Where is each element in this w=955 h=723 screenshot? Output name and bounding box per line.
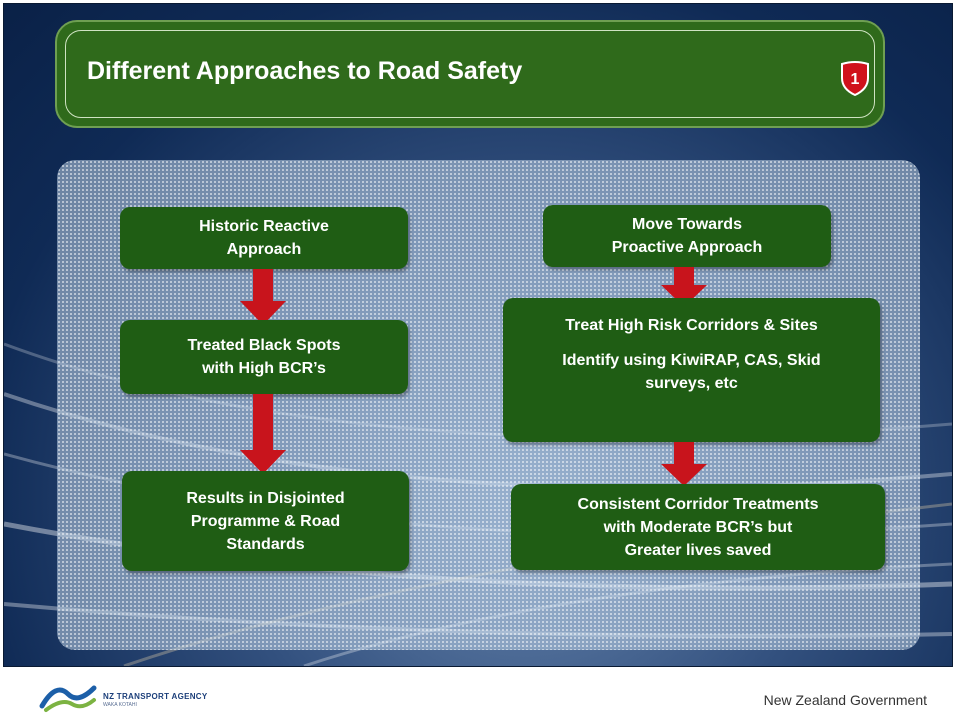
box-line: Move Towards (632, 216, 742, 233)
box-line: Identify using KiwiRAP, CAS, Skid (562, 352, 821, 369)
box-line: Programme & Road (190, 512, 341, 530)
box-line: Greater lives saved (624, 541, 772, 559)
agency-name: NZ TRANSPORT AGENCY (103, 692, 208, 701)
left-box-historic-reactive: Historic Reactive Approach (120, 207, 408, 269)
left-box-treated-black-spots: Treated Black Spots with High BCR’s (120, 320, 408, 394)
shield-number: 1 (851, 71, 860, 88)
left-box-disjointed-programme: Results in Disjointed Programme & Road S… (122, 471, 409, 571)
state-highway-shield-icon: 1 (841, 61, 869, 96)
down-arrow (661, 442, 707, 486)
box-line: Results in Disjointed (186, 489, 345, 507)
box-line: Historic Reactive (199, 218, 329, 235)
government-logo-text: New Zealand Government (763, 692, 927, 708)
title-bar: Different Approaches to Road Safety 1 (55, 20, 885, 128)
box-line: with Moderate BCR’s but (603, 518, 793, 536)
down-arrow (240, 269, 286, 325)
box-line: Approach (226, 241, 302, 258)
agency-sub: WAKA KOTAHI (103, 702, 137, 708)
page-title: Different Approaches to Road Safety (87, 57, 523, 85)
box-line: Treated Black Spots (187, 337, 341, 354)
down-arrow (661, 267, 707, 307)
title-inner-border (65, 30, 875, 118)
footer: NZ TRANSPORT AGENCY WAKA KOTAHI New Zeal… (0, 668, 955, 723)
right-box-high-risk-corridors: Treat High Risk Corridors & Sites Identi… (503, 298, 880, 442)
right-box-proactive-approach: Move Towards Proactive Approach (543, 205, 831, 267)
right-box-consistent-treatments: Consistent Corridor Treatments with Mode… (511, 484, 885, 570)
box-line: Standards (226, 535, 305, 553)
nzta-logo-icon (39, 685, 97, 712)
box-line: surveys, etc (645, 375, 738, 392)
box-line: Proactive Approach (611, 239, 763, 256)
box-line: with High BCR’s (202, 360, 326, 377)
box-line: Treat High Risk Corridors & Sites (565, 317, 818, 334)
down-arrow (240, 394, 286, 474)
box-line: Consistent Corridor Treatments (577, 495, 819, 513)
